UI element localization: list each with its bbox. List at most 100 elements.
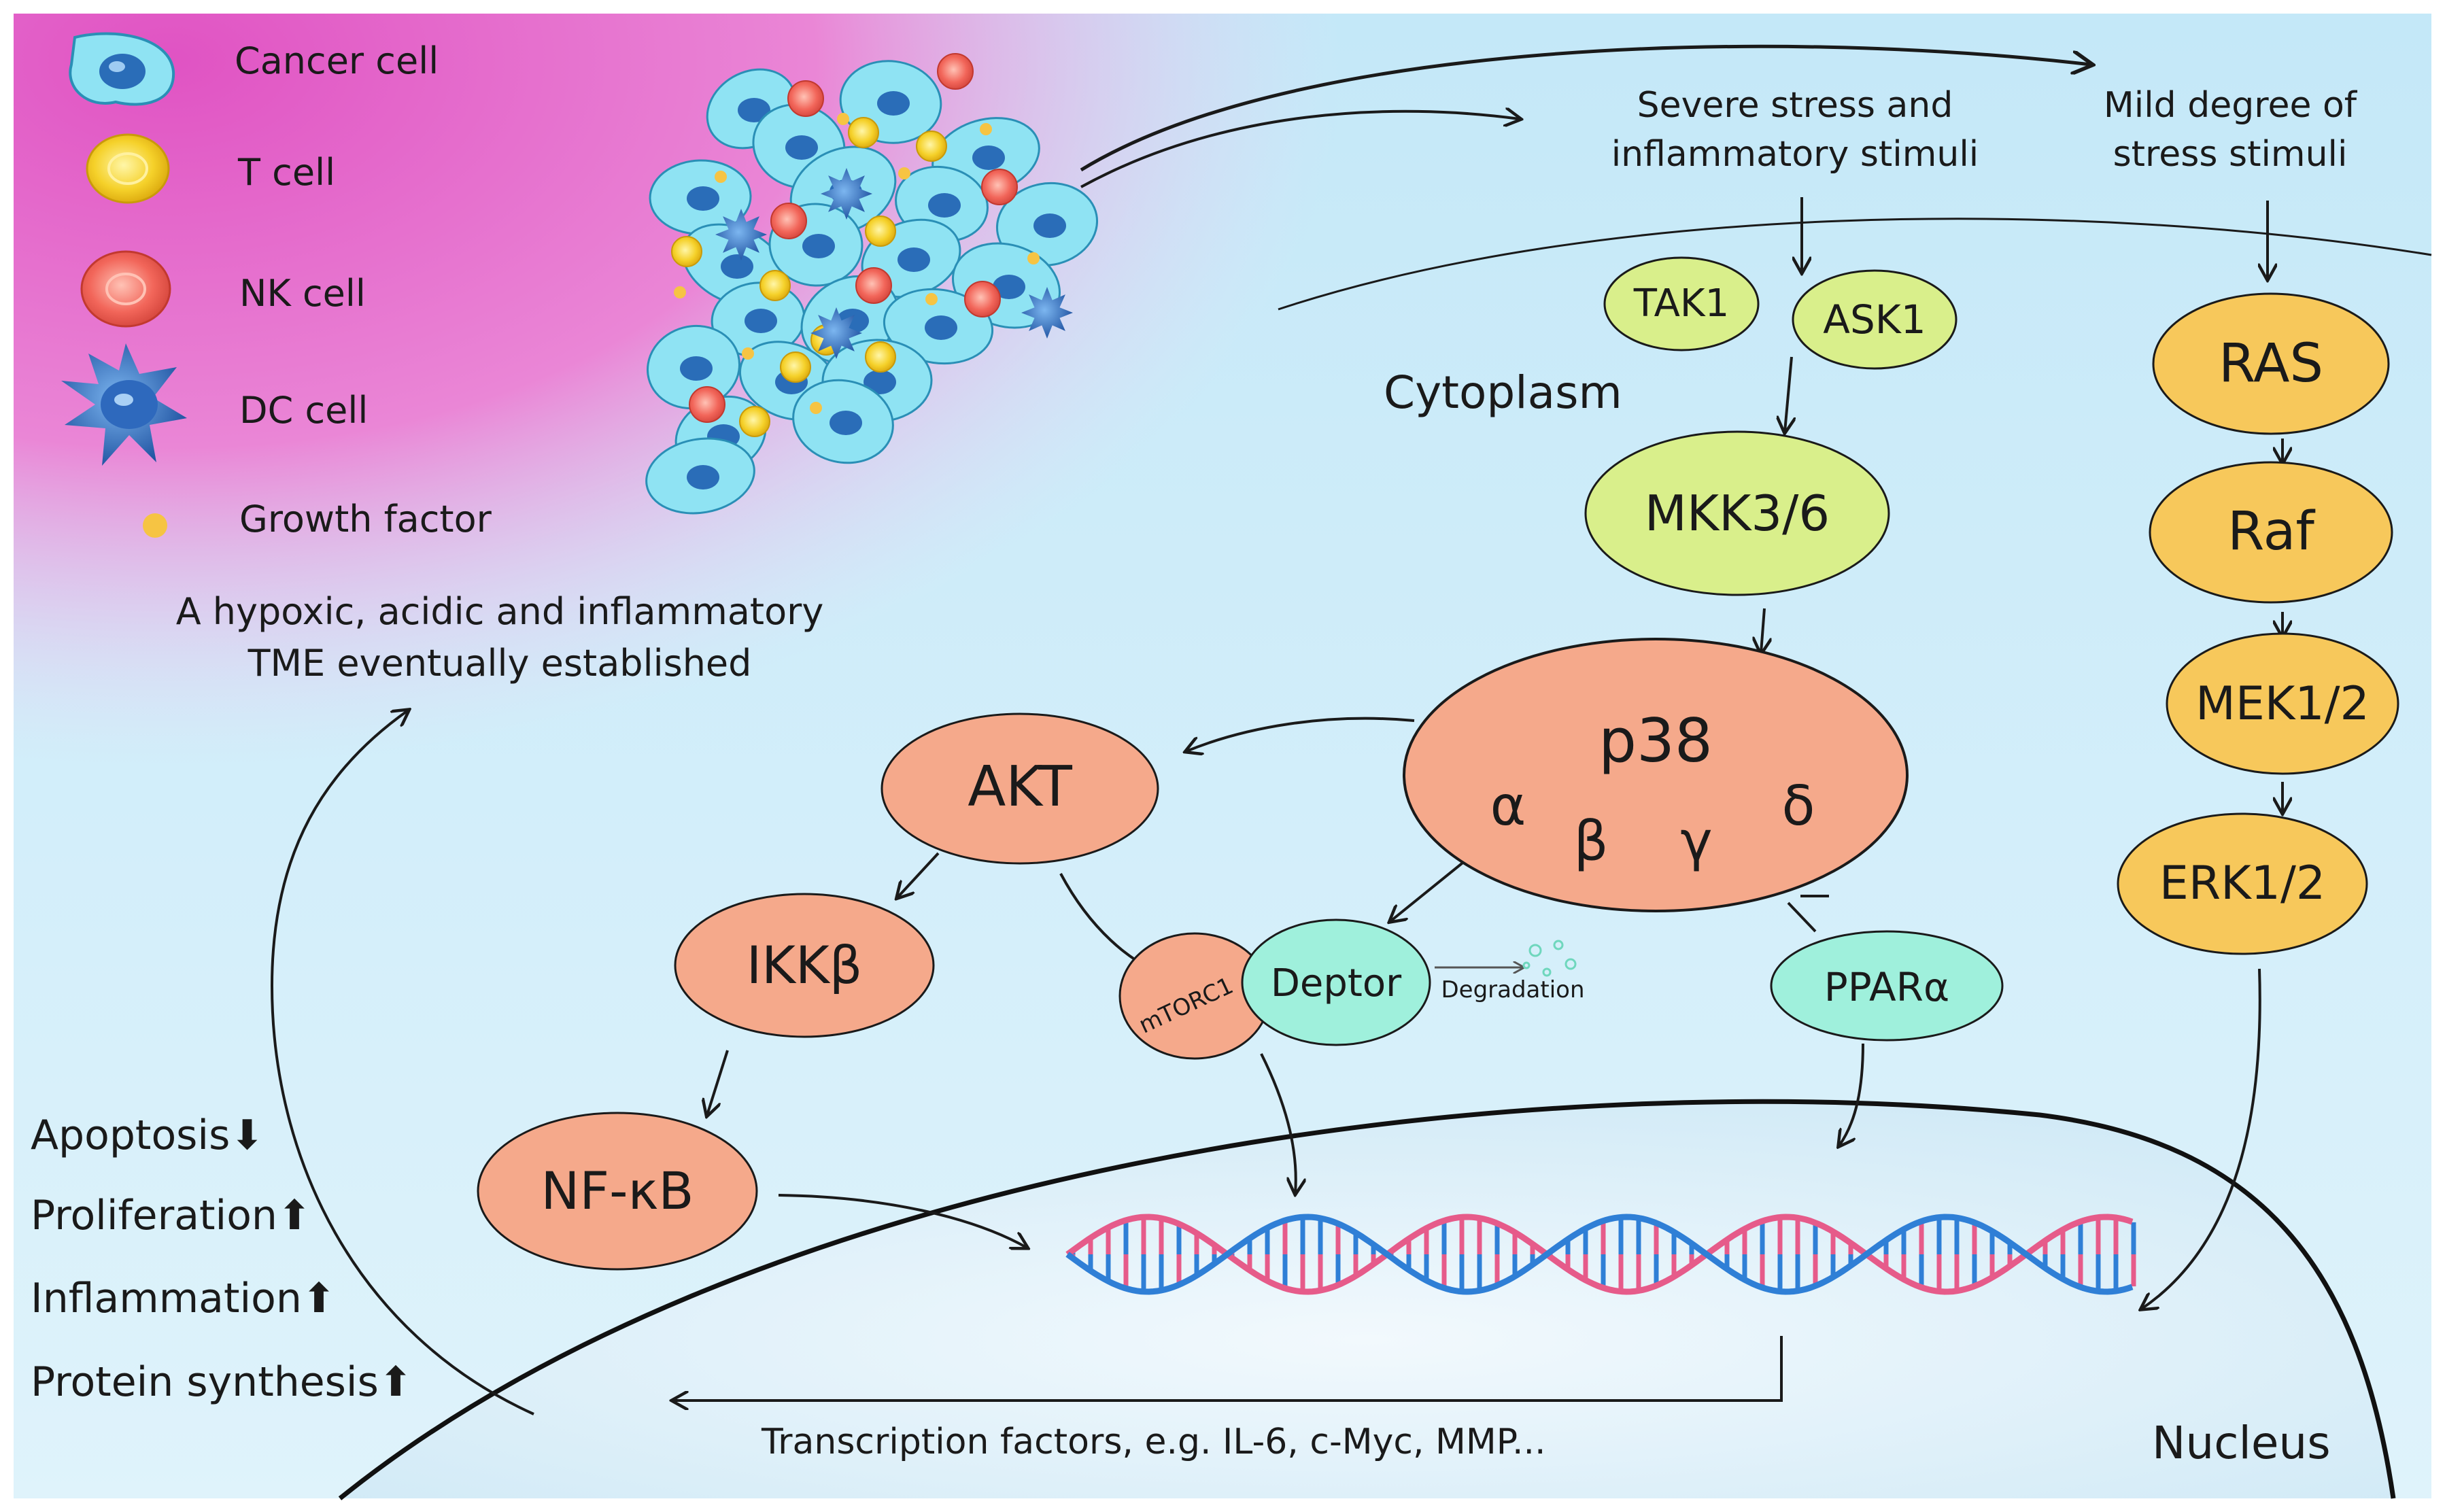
arrow-nfkb-to-dna xyxy=(778,1194,1027,1248)
node-ikkb[interactable]: IKKβ xyxy=(674,893,935,1038)
mek12-label: MEK1/2 xyxy=(2195,677,2370,731)
outcome-proliferation: Proliferation⬆ xyxy=(31,1192,311,1239)
tumor-nk-cell xyxy=(787,80,824,117)
arrow-dna-to-transcription xyxy=(673,1336,1783,1401)
node-nfkb[interactable]: NF-κB xyxy=(477,1112,758,1271)
node-raf[interactable]: Raf xyxy=(2149,461,2393,604)
tumor-nk-cell xyxy=(981,169,1018,205)
tumor-dc-cell xyxy=(715,209,767,260)
tumor-t-cell xyxy=(759,270,791,301)
node-deptor[interactable]: Deptor xyxy=(1241,918,1431,1046)
tumor-cancer-cell xyxy=(995,182,1099,267)
dna-strand-blue xyxy=(1065,1214,2134,1295)
tumor-dc-cell xyxy=(810,307,862,359)
ras-label: RAS xyxy=(2219,333,2323,394)
tumor-cancer-cell xyxy=(792,379,894,464)
degradation-label: Degradation xyxy=(1441,976,1584,1003)
p38-beta-label: β xyxy=(1573,810,1608,873)
ask1-label: ASK1 xyxy=(1823,296,1926,343)
arrow-erk-to-dna xyxy=(2142,968,2261,1309)
t-cell-legend-icon xyxy=(86,133,170,204)
node-erk12[interactable]: ERK1/2 xyxy=(2117,812,2368,955)
tak1-label: TAK1 xyxy=(1633,281,1730,326)
arrow-akt-to-ikkb xyxy=(897,852,940,897)
pathway-arrows xyxy=(270,197,2282,1415)
tumor-nk-cell xyxy=(937,53,974,90)
severe-stress-line-2: inflammatory stimuli xyxy=(1611,134,1979,175)
tumor-cancer-cell xyxy=(647,324,740,410)
arrow-ikkb-to-nfkb xyxy=(707,1050,729,1115)
akt-label: AKT xyxy=(968,755,1073,819)
outcome-inflammation: Inflammation⬆ xyxy=(31,1275,336,1322)
tumor-t-cell xyxy=(865,341,896,373)
nucleus-label: Nucleus xyxy=(2152,1417,2331,1469)
arrow-p38-to-akt xyxy=(1186,717,1415,751)
mkk36-label: MKK3/6 xyxy=(1645,485,1830,542)
tumor-t-cell xyxy=(848,117,879,148)
nfkb-label: NF-κB xyxy=(541,1161,694,1221)
legend-t-cell: T cell xyxy=(237,151,335,194)
p38-label: p38 xyxy=(1598,706,1713,776)
tumor-t-cell xyxy=(865,216,896,247)
outcome-protein-synthesis: Protein synthesis⬆ xyxy=(31,1358,413,1406)
p38-delta-label: δ xyxy=(1782,774,1815,838)
legend: Cancer cell T cell NK cell DC cell Growt… xyxy=(61,32,492,540)
node-mek12[interactable]: MEK1/2 xyxy=(2166,632,2399,775)
tumor-growth-factor xyxy=(715,171,727,183)
p38-alpha-label: α xyxy=(1490,774,1526,838)
node-ask1[interactable]: ASK1 xyxy=(1792,269,1957,370)
raf-label: Raf xyxy=(2227,501,2315,562)
dc-cell-legend-icon xyxy=(61,343,187,466)
legend-dc-cell: DC cell xyxy=(239,389,368,432)
growth-factor-legend-icon xyxy=(143,513,167,538)
dna-helix xyxy=(1065,1214,2136,1295)
tme-caption-line-1: A hypoxic, acidic and inflammatory xyxy=(176,590,824,633)
dna-strand-pink xyxy=(1065,1214,2134,1295)
arrow-outcomes-to-tme xyxy=(270,710,534,1415)
node-akt[interactable]: AKT xyxy=(880,712,1159,865)
tumor-cluster xyxy=(645,53,1099,515)
legend-growth-factor: Growth factor xyxy=(239,498,492,540)
tumor-growth-factor xyxy=(837,113,849,125)
outcome-apoptosis: Apoptosis⬇ xyxy=(31,1112,264,1159)
mild-stress-line-1: Mild degree of xyxy=(2104,85,2358,126)
cancer-cell-legend-icon xyxy=(69,32,175,106)
node-ras[interactable]: RAS xyxy=(2152,292,2390,435)
node-tak1[interactable]: TAK1 xyxy=(1603,256,1760,351)
tumor-growth-factor xyxy=(980,123,992,135)
arrow-ppara-to-dna xyxy=(1839,1043,1864,1146)
deptor-label: Deptor xyxy=(1271,961,1402,1006)
tumor-nk-cell xyxy=(964,281,1001,317)
tumor-growth-factor xyxy=(674,286,686,298)
erk12-label: ERK1/2 xyxy=(2159,857,2325,910)
tumor-dc-cell xyxy=(821,168,872,220)
tumor-growth-factor xyxy=(925,293,938,305)
p38-gamma-label: γ xyxy=(1680,810,1712,873)
tumor-cancer-cell xyxy=(645,437,755,515)
tumor-t-cell xyxy=(780,351,811,383)
node-mkk36[interactable]: MKK3/6 xyxy=(1584,430,1890,596)
node-mtorc1[interactable]: mTORC1 xyxy=(1118,932,1271,1060)
tumor-growth-factor xyxy=(898,167,910,179)
degradation-fragments xyxy=(1522,940,1577,977)
tumor-growth-factor xyxy=(1027,252,1040,264)
transcription-factors-label: Transcription factors, e.g. IL-6, c-Myc,… xyxy=(761,1422,1546,1462)
tumor-t-cell xyxy=(916,131,947,162)
tme-caption-line-2: TME eventually established xyxy=(247,642,752,685)
legend-cancer-cell: Cancer cell xyxy=(235,39,439,82)
arrow-mkk36-to-p38 xyxy=(1761,608,1764,653)
tumor-cancer-cell xyxy=(883,288,994,365)
node-ppara[interactable]: PPARα xyxy=(1770,930,2004,1042)
cytoplasm-label: Cytoplasm xyxy=(1384,366,1622,419)
arrow-tumor-to-mild-stress xyxy=(1080,44,2091,172)
node-p38[interactable]: p38 α β γ δ xyxy=(1403,638,1909,912)
arrow-mtorc1-to-dna xyxy=(1260,1053,1296,1193)
tumor-t-cell xyxy=(739,406,770,437)
ppara-label: PPARα xyxy=(1824,964,1949,1010)
tumor-nk-cell xyxy=(855,267,892,304)
tumor-nk-cell xyxy=(770,203,807,239)
ikkb-label: IKKβ xyxy=(747,935,863,995)
inhibit-p38-to-ppara xyxy=(1787,895,1829,933)
tumor-dc-cell xyxy=(1021,287,1073,339)
